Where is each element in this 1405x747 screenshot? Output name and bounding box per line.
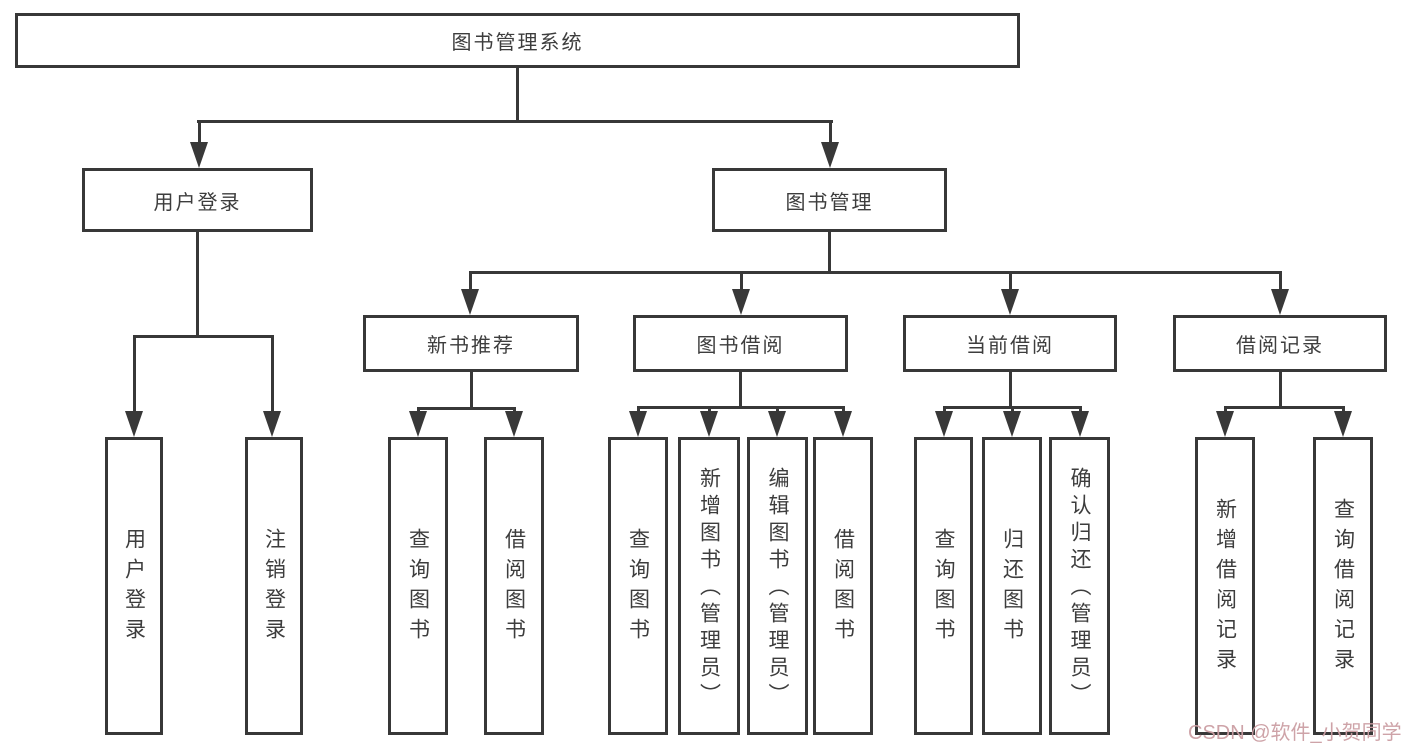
leaf-label: 借阅图书 <box>831 528 855 648</box>
leaf-label: 新增图书（管理员） <box>697 466 721 710</box>
connector-line <box>1011 406 1014 413</box>
connector-line <box>198 120 201 142</box>
leaf-label: 借阅图书 <box>502 528 526 648</box>
arrow-down-icon <box>1271 289 1289 315</box>
node-user-login: 用户登录 <box>82 168 313 232</box>
node-label: 图书借阅 <box>696 335 785 357</box>
connector-line <box>469 271 472 289</box>
connector-line <box>637 406 845 409</box>
arrow-down-icon <box>1071 411 1089 437</box>
connector-line <box>513 407 516 413</box>
node-root-label: 图书管理系统 <box>451 32 584 54</box>
connector-line <box>1342 406 1345 413</box>
connector-line <box>470 372 473 407</box>
leaf-user-login: 用户登录 <box>105 437 163 735</box>
connector-line <box>417 407 420 413</box>
node-book-mgmt-label: 图书管理 <box>785 191 874 214</box>
leaf-nb-query-books: 查询图书 <box>388 437 448 735</box>
leaf-cb-query-books: 查询图书 <box>914 437 973 735</box>
arrow-down-icon <box>190 142 208 168</box>
connector-line <box>1009 372 1012 406</box>
connector-line <box>842 406 845 413</box>
connector-line <box>829 120 832 142</box>
arrow-down-icon <box>461 289 479 315</box>
arrow-down-icon <box>768 411 786 437</box>
arrow-down-icon <box>263 411 281 437</box>
arrow-down-icon <box>935 411 953 437</box>
node-label: 当前借阅 <box>966 335 1054 357</box>
node-new-book-rec: 新书推荐 <box>363 315 579 372</box>
node-label: 借阅记录 <box>1236 335 1324 357</box>
connector-line <box>943 406 946 413</box>
leaf-label: 新增借阅记录 <box>1213 498 1237 678</box>
node-borrow-records: 借阅记录 <box>1173 315 1387 372</box>
leaf-label: 归还图书 <box>1000 528 1024 648</box>
connector-line <box>776 406 779 413</box>
leaf-label: 确认归还（管理员） <box>1068 466 1091 710</box>
leaf-cb-return-books: 归还图书 <box>982 437 1042 735</box>
leaf-bb-query-books: 查询图书 <box>608 437 668 735</box>
node-book-mgmt: 图书管理 <box>712 168 947 232</box>
arrow-down-icon <box>1001 289 1019 315</box>
connector-line <box>271 335 274 411</box>
leaf-cb-confirm-return-admin: 确认归还（管理员） <box>1049 437 1110 735</box>
node-current-borrow: 当前借阅 <box>903 315 1117 372</box>
leaf-br-add-record: 新增借阅记录 <box>1195 437 1255 735</box>
arrow-down-icon <box>1334 411 1352 437</box>
leaf-label: 查询图书 <box>626 528 650 648</box>
arrow-down-icon <box>409 411 427 437</box>
connector-line <box>133 335 136 411</box>
leaf-label: 查询图书 <box>932 528 955 648</box>
arrow-down-icon <box>505 411 523 437</box>
connector-line <box>133 335 274 338</box>
connector-line <box>708 406 711 413</box>
connector-line <box>1009 271 1012 289</box>
leaf-bb-borrow-books: 借阅图书 <box>813 437 873 735</box>
watermark: CSDN @软件_小贺同学 <box>1188 722 1402 744</box>
leaf-bb-add-books-admin: 新增图书（管理员） <box>678 437 740 735</box>
arrow-down-icon <box>125 411 143 437</box>
connector-line <box>1079 406 1082 413</box>
connector-line <box>417 407 516 410</box>
node-label: 新书推荐 <box>427 335 515 357</box>
connector-line <box>516 68 519 120</box>
node-book-borrow: 图书借阅 <box>633 315 848 372</box>
connector-line <box>469 271 1282 274</box>
leaf-label: 用户登录 <box>122 528 146 648</box>
leaf-nb-borrow-books: 借阅图书 <box>484 437 544 735</box>
leaf-bb-edit-books-admin: 编辑图书（管理员） <box>747 437 808 735</box>
leaf-logout: 注销登录 <box>245 437 303 735</box>
leaf-label: 注销登录 <box>262 528 286 648</box>
connector-line <box>1279 271 1282 289</box>
arrow-down-icon <box>629 411 647 437</box>
connector-line <box>197 120 833 123</box>
connector-line <box>740 271 743 289</box>
connector-line <box>637 406 640 413</box>
leaf-label: 查询借阅记录 <box>1331 498 1355 678</box>
connector-line <box>1279 372 1282 406</box>
arrow-down-icon <box>821 142 839 168</box>
node-user-login-label: 用户登录 <box>153 191 242 214</box>
connector-line <box>1224 406 1345 409</box>
connector-line <box>196 232 199 335</box>
arrow-down-icon <box>732 289 750 315</box>
leaf-label: 编辑图书（管理员） <box>766 466 789 710</box>
leaf-label: 查询图书 <box>406 528 430 648</box>
arrow-down-icon <box>1216 411 1234 437</box>
arrow-down-icon <box>1003 411 1021 437</box>
connector-line <box>1224 406 1227 413</box>
connector-line <box>828 232 831 271</box>
leaf-br-query-record: 查询借阅记录 <box>1313 437 1373 735</box>
arrow-down-icon <box>700 411 718 437</box>
node-root: 图书管理系统 <box>15 13 1020 68</box>
arrow-down-icon <box>834 411 852 437</box>
connector-line <box>739 372 742 406</box>
